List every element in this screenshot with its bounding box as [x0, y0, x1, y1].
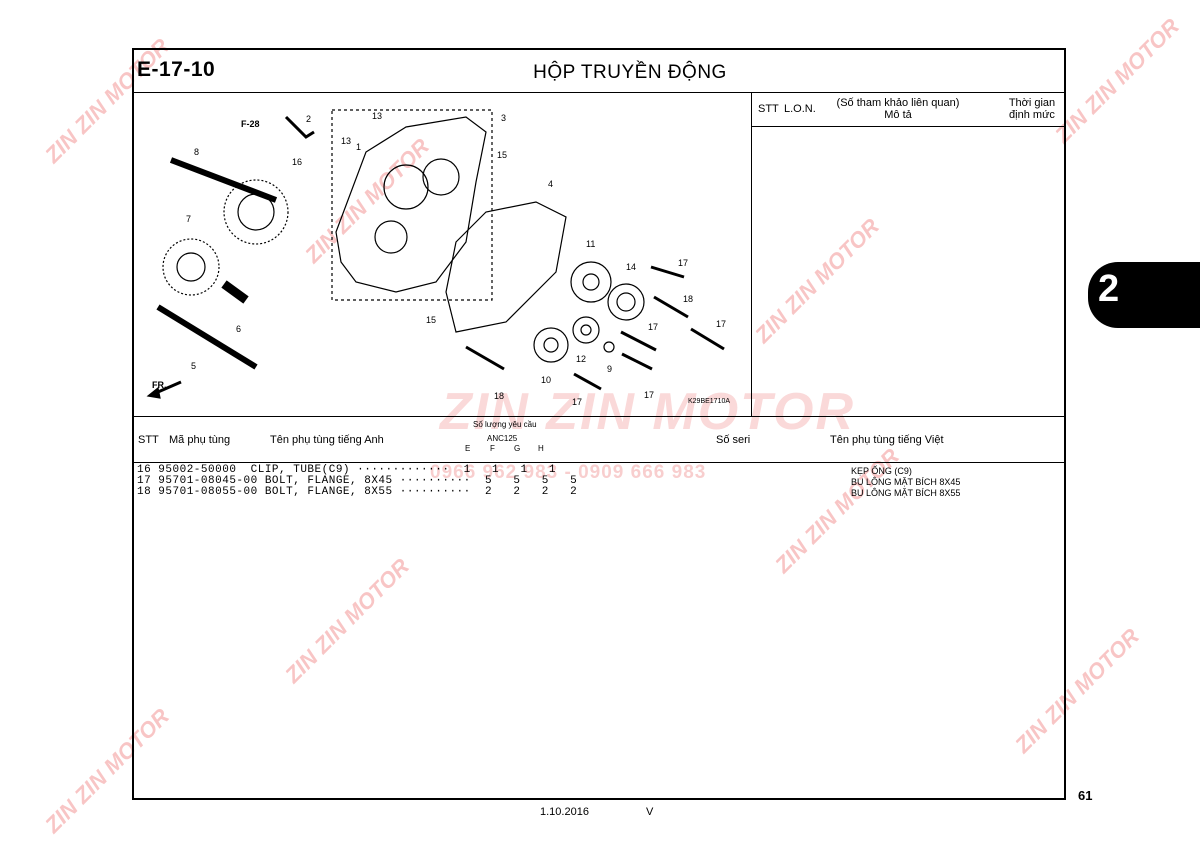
bearing-10	[533, 327, 569, 363]
callout-17b: 17	[648, 322, 658, 332]
right-panel-header-divider	[752, 126, 1065, 127]
table-col-stt: STT	[138, 434, 159, 446]
callout-8: 8	[194, 147, 199, 157]
page-frame	[132, 48, 1066, 800]
watermark-brand-top-right: ZIN ZIN MOTOR	[1050, 13, 1185, 148]
callout-2: 2	[306, 114, 311, 124]
table-top-divider	[133, 416, 1065, 417]
table-row-18-vi: BU LÔNG MẶT BÍCH 8X55	[851, 488, 961, 498]
front-arrow	[157, 380, 182, 394]
callout-6: 6	[236, 324, 241, 334]
bolt-18a	[653, 295, 689, 319]
right-col-lon: L.O.N.	[784, 103, 816, 115]
right-col-ref-line1: (Số tham khảo liên quan)	[836, 97, 960, 109]
callout-f28: F-28	[241, 119, 260, 129]
table-model: ANC125	[487, 434, 518, 443]
callout-9: 9	[607, 364, 612, 374]
callout-17a: 17	[678, 258, 688, 268]
callout-16: 16	[292, 157, 302, 167]
right-col-time-line2: định mức	[1009, 109, 1055, 121]
bolt-17d	[621, 352, 653, 371]
table-col-name-en: Tên phụ tùng tiếng Anh	[270, 434, 384, 446]
right-col-time: Thời gian định mức	[1000, 97, 1064, 121]
table-variant-g: G	[514, 444, 521, 453]
watermark-phone: 0966 962 983 - 0909 666 983	[430, 462, 707, 483]
table-row-18: 18 95701-08055-00 BOLT, FLANGE, 8X55 ···…	[137, 486, 578, 498]
callout-1: 1	[356, 142, 361, 152]
bolt-18b	[465, 345, 505, 371]
callout-13b: 13	[372, 111, 382, 121]
table-variant-f: F	[490, 444, 495, 453]
bolt-17a	[650, 265, 685, 279]
table-row-16-vi: KẸP ỐNG (C9)	[851, 466, 912, 476]
gear-8	[223, 179, 289, 245]
callout-15b: 15	[426, 315, 436, 325]
callout-10: 10	[541, 375, 551, 385]
section-code: E-17-10	[137, 58, 216, 81]
gear-7	[162, 238, 220, 296]
chapter-tab-number: 2	[1098, 268, 1120, 310]
right-col-time-line1: Thời gian	[1008, 97, 1056, 109]
title-divider	[133, 92, 1065, 93]
callout-5: 5	[191, 361, 196, 371]
callout-18b: 18	[494, 391, 504, 401]
washer-9	[603, 341, 615, 353]
callout-14: 14	[626, 262, 636, 272]
table-row-16: 16 95002-50000 CLIP, TUBE(C9) ··········…	[137, 464, 556, 476]
right-col-ref-line2: Mô tả	[884, 109, 912, 121]
seal-14	[607, 283, 645, 321]
watermark-brand: ZIN ZIN MOTOR	[440, 383, 856, 441]
callout-11: 11	[586, 239, 595, 249]
callout-12: 12	[576, 354, 586, 364]
bolt-17e	[573, 372, 602, 391]
case-gasket	[445, 201, 567, 333]
tube-2	[284, 115, 315, 139]
bearing-12	[572, 316, 600, 344]
table-col-serial: Số seri	[716, 434, 751, 446]
callout-15a: 15	[497, 150, 507, 160]
table-row-17-vi: BU LÔNG MẶT BÍCH 8X45	[851, 477, 961, 487]
chapter-tab: 2	[1088, 262, 1200, 328]
callout-17e: 17	[644, 390, 654, 400]
callout-7: 7	[186, 214, 191, 224]
table-header-divider	[133, 462, 1065, 463]
right-col-ref: (Số tham khảo liên quan) Mô tả	[828, 97, 968, 121]
table-qty-label: Số lượng yêu cầu	[473, 420, 537, 429]
page-title: HỘP TRUYỀN ĐỘNG	[533, 62, 727, 83]
diagram-divider	[751, 92, 752, 416]
callout-18a: 18	[683, 294, 693, 304]
shaft-5	[156, 304, 258, 370]
front-label: FR.	[152, 380, 167, 390]
gear-6	[221, 280, 249, 304]
shaft-8	[169, 157, 278, 203]
callout-17d: 17	[572, 397, 582, 407]
diagram-ref-code: K29BE1710A	[688, 398, 730, 405]
bolt-17c	[690, 327, 725, 351]
callout-17c: 17	[716, 319, 726, 329]
exploded-parts-diagram: F-28 2 13 13 1 3 16 15 8 4 7 11 14 17 18…	[146, 109, 730, 407]
table-col-part-no: Mã phụ tùng	[169, 434, 231, 446]
table-col-name-vi: Tên phụ tùng tiếng Việt	[830, 434, 944, 446]
table-variant-h: H	[538, 444, 544, 453]
callout-4: 4	[548, 179, 553, 189]
page-number: 61	[1078, 788, 1093, 803]
bearing-11	[570, 261, 612, 303]
table-row-17: 17 95701-08045-00 BOLT, FLANGE, 8X45 ···…	[137, 475, 578, 487]
bolt-17b	[620, 330, 657, 352]
transmission-case	[335, 116, 487, 293]
footer-version: V	[646, 806, 654, 818]
table-variant-e: E	[465, 444, 471, 453]
callout-3: 3	[501, 113, 506, 123]
callout-13a: 13	[341, 136, 351, 146]
right-col-stt: STT	[758, 103, 779, 115]
footer-date: 1.10.2016	[540, 806, 589, 818]
